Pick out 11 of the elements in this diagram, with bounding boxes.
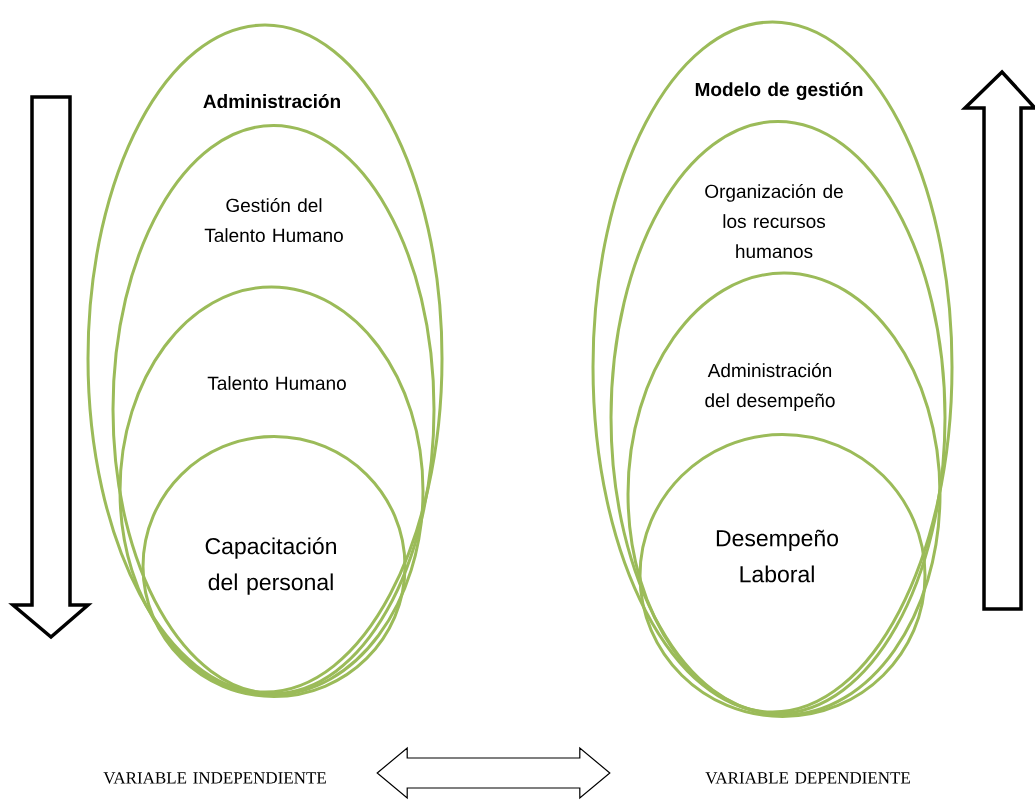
node-label: Gestión del Talento Humano — [204, 197, 343, 243]
variable-label: VARIABLE DEPENDIENTE — [705, 772, 910, 784]
node-label: Talento Humano — [207, 376, 346, 390]
node-label: Administración — [203, 93, 340, 109]
node-label: Administración del desempeño — [705, 363, 835, 411]
double-arrow — [376, 746, 611, 800]
node-label: Capacitación del personal — [205, 537, 336, 595]
node-label: Organización de los recursos humanos — [705, 183, 843, 259]
node-label: Desempeño Laboral — [716, 529, 839, 583]
node-label: Modelo de gestión — [695, 82, 863, 100]
variable-label: VARIABLE INDEPENDIENTE — [103, 772, 326, 784]
